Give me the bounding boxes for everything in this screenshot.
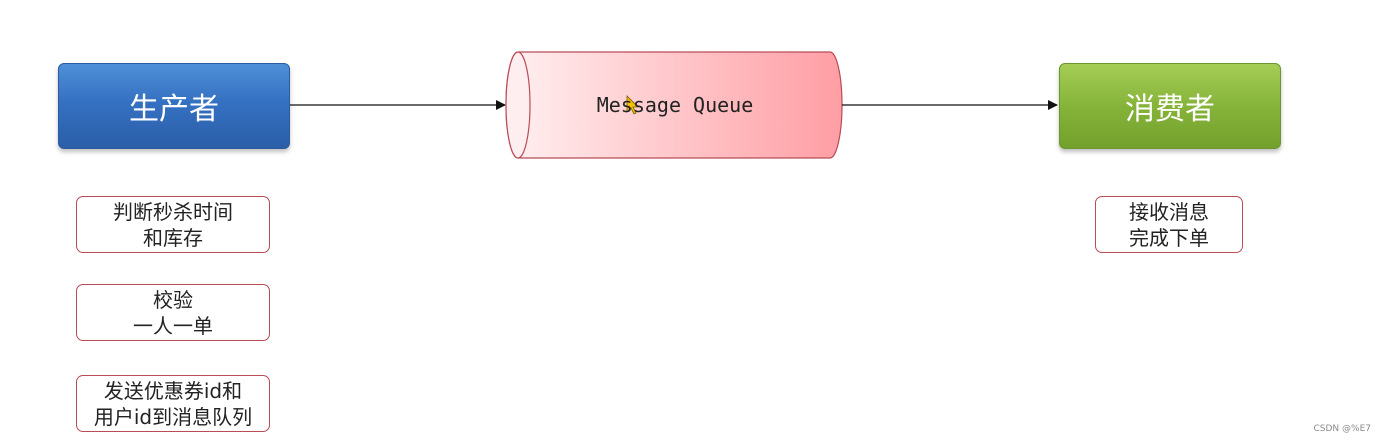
note-line: 用户id到消息队列 xyxy=(93,404,253,429)
note-line: 判断秒杀时间 xyxy=(113,199,233,224)
message-queue-cylinder xyxy=(505,51,843,159)
producer-note-check-time-stock: 判断秒杀时间 和库存 xyxy=(76,196,270,253)
producer-note-one-per-user: 校验 一人一单 xyxy=(76,284,270,341)
note-line: 校验 xyxy=(153,287,193,312)
consumer-label: 消费者 xyxy=(1125,92,1215,127)
consumer-node: 消费者 xyxy=(1059,63,1281,149)
note-line: 发送优惠券id和 xyxy=(103,378,243,403)
producer-node: 生产者 xyxy=(58,63,290,149)
note-line: 和库存 xyxy=(143,225,203,250)
producer-note-send-to-queue: 发送优惠券id和 用户id到消息队列 xyxy=(76,375,270,432)
note-line: 完成下单 xyxy=(1129,225,1209,250)
consumer-note-receive-order: 接收消息 完成下单 xyxy=(1095,196,1243,253)
note-line: 一人一单 xyxy=(133,313,213,338)
mouse-cursor-icon xyxy=(626,95,639,115)
note-line: 接收消息 xyxy=(1129,199,1209,224)
producer-label: 生产者 xyxy=(129,92,219,127)
queue-label: Message Queue xyxy=(596,93,754,117)
watermark: CSDN @%E7 xyxy=(1313,424,1372,434)
